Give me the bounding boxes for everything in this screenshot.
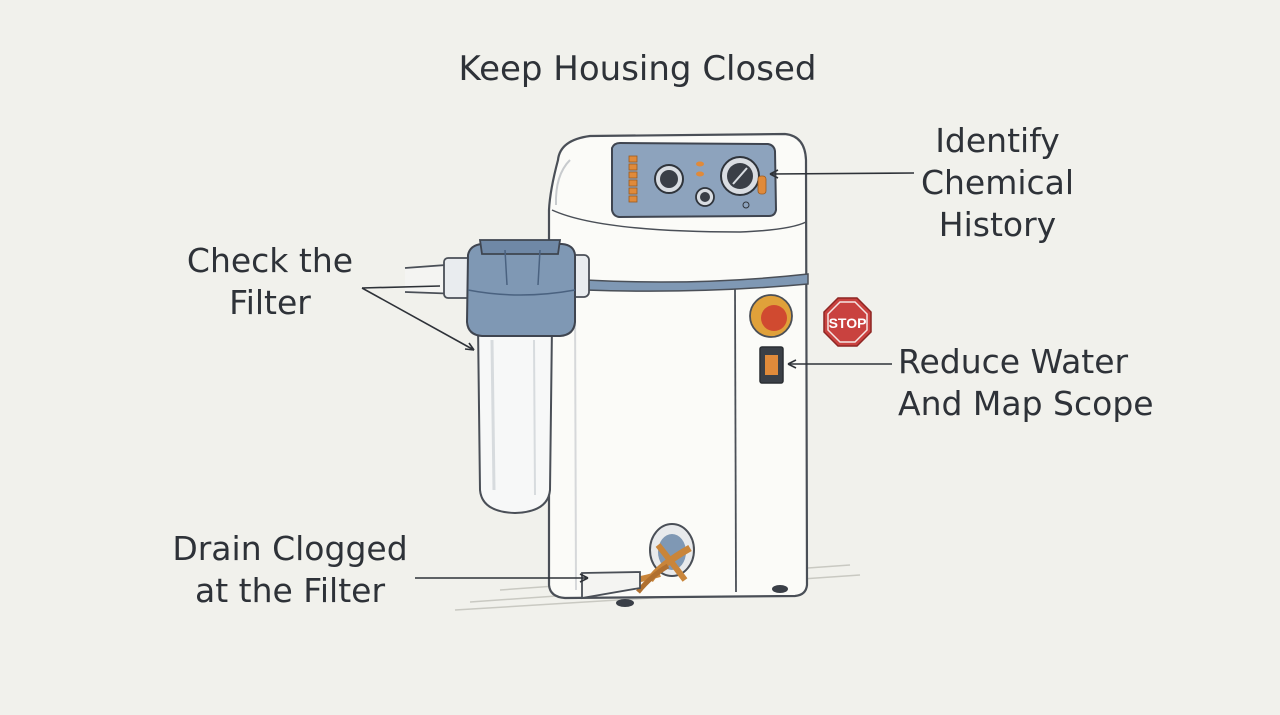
label-check-filter: Check the Filter (180, 240, 360, 324)
label-line: Chemical (920, 163, 1075, 202)
label-reduce-water: Reduce Water And Map Scope (898, 341, 1178, 425)
drain-pipe (581, 571, 641, 600)
label-line: Filter (229, 283, 311, 322)
label-line: Reduce Water (898, 342, 1129, 381)
diagram-title: Keep Housing Closed (458, 49, 817, 89)
emergency-stop-button (749, 294, 793, 338)
stop-sign-text: STOP (829, 315, 867, 331)
drain-outlet (619, 523, 695, 594)
stop-sign-icon (823, 297, 872, 347)
control-panel (611, 141, 778, 219)
water-treatment-unit (547, 132, 809, 607)
label-line: at the Filter (194, 571, 386, 610)
label-drain-clogged: Drain Clogged at the Filter (170, 528, 410, 612)
label-line: History (938, 205, 1057, 244)
label-identify-chemical-history: Identify Chemical History (910, 120, 1085, 246)
label-line: Drain Clogged (172, 529, 408, 568)
leader-lines (361, 169, 915, 583)
label-line: Identify (935, 121, 1060, 160)
label-line: Check the (186, 241, 354, 280)
label-line: And Map Scope (898, 384, 1154, 423)
rocker-switch (759, 346, 784, 384)
filter-housing (404, 239, 590, 515)
